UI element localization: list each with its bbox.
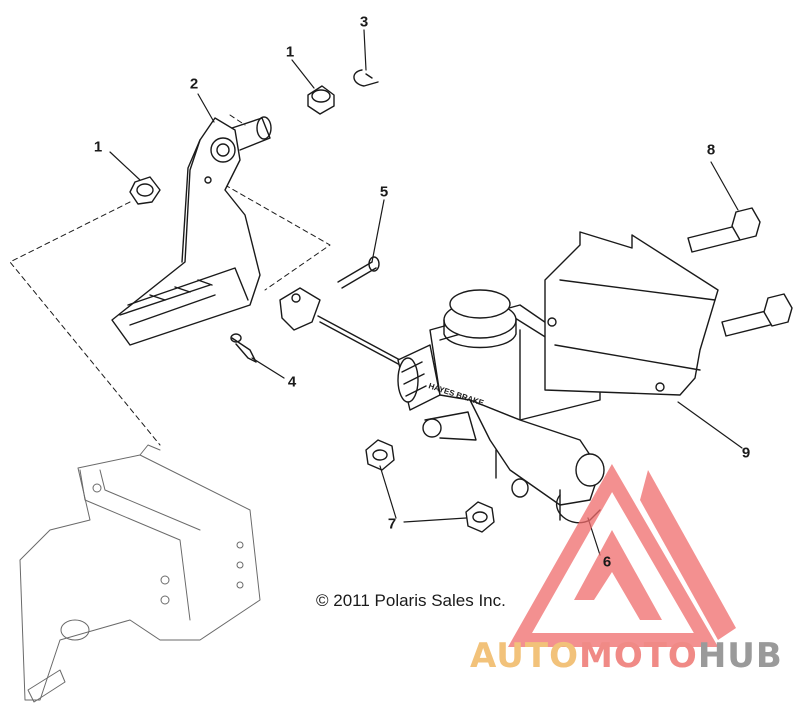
nut-left [365,439,395,471]
callout-9: 9 [741,444,751,462]
assembly-guide-lines [9,114,331,446]
bolt-lower [721,293,793,337]
watermark-part-moto: MOTO [578,636,698,676]
callout-3: 3 [359,13,369,31]
clevis-pin [337,256,380,289]
brake-pedal [111,116,272,346]
callout-6: 6 [602,553,612,571]
callout-1-left: 1 [93,138,103,156]
master-cylinder [397,289,605,521]
bushing-left [129,176,161,205]
mounting-bracket [544,231,719,396]
bolt-upper [687,207,761,253]
callout-1-top: 1 [285,43,295,61]
watermark-part-auto: AUTO [470,636,579,676]
e-clip [353,69,379,87]
callout-2: 2 [189,75,199,93]
callout-5: 5 [379,183,389,201]
cotter-pin [230,333,257,363]
watermark-text: AUTOMOTOHUB [470,636,783,676]
frame-mount [19,444,261,703]
copyright-text: © 2011 Polaris Sales Inc. [316,591,506,610]
bushing-top [307,85,335,115]
watermark-logo-icon [507,463,736,647]
pushrod [279,287,403,367]
callout-7: 7 [387,515,397,533]
nut-right [465,501,495,533]
callout-8: 8 [706,141,716,159]
watermark-part-hub: HUB [697,636,783,676]
callout-4: 4 [287,373,297,391]
